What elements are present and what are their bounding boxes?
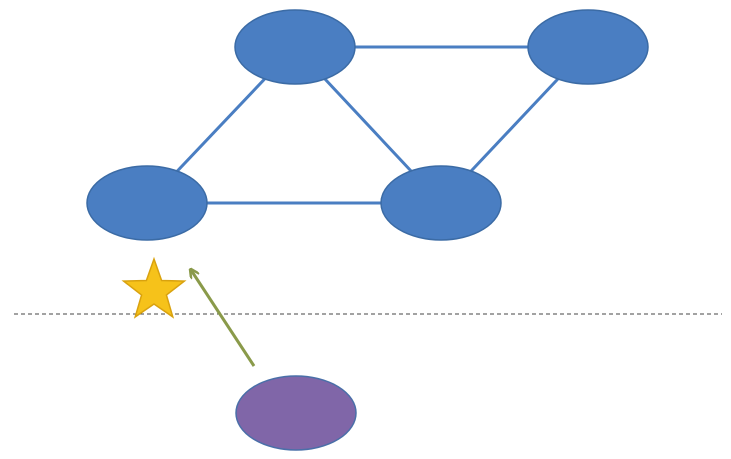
graph-node-n2 [527,9,649,85]
star-icon [121,256,187,319]
pointer-arrow [191,270,256,367]
graph-node-n1 [234,9,356,85]
edges-layer [145,45,590,205]
graph-node-n3 [86,165,208,241]
nodes-layer [86,9,649,241]
outside-node [235,375,357,451]
graph-node-n4 [380,165,502,241]
